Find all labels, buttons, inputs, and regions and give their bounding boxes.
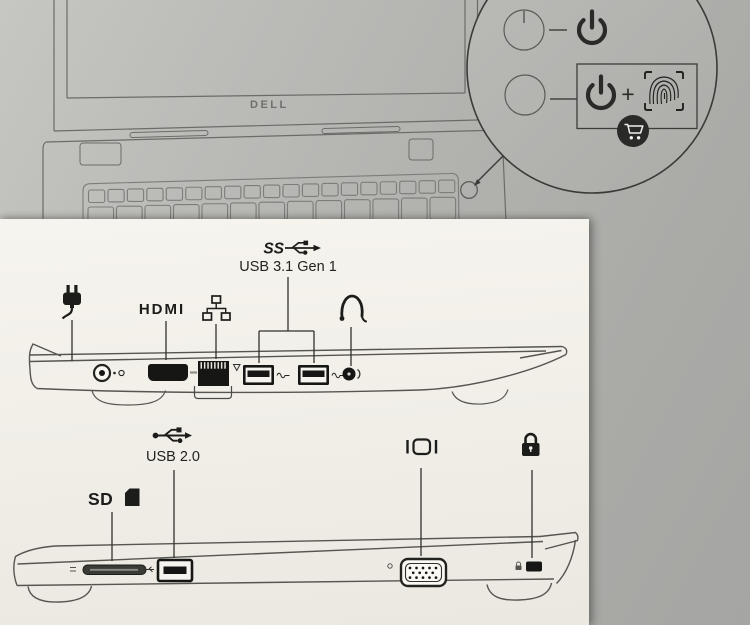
- hdmi-port: [148, 364, 197, 381]
- power-icon: [576, 9, 608, 46]
- plus-sign: +: [621, 81, 634, 107]
- right-side-body: [13, 531, 579, 603]
- sd-card-slot: [70, 564, 147, 575]
- sd-label: SD: [88, 489, 113, 509]
- display: [53, 0, 479, 132]
- usb-a-port-2: [298, 365, 345, 385]
- sd-mark: [70, 567, 76, 572]
- ethernet-icon: [202, 295, 231, 321]
- power-button-drawing: [503, 9, 545, 51]
- keyboard-row-1: [87, 179, 456, 204]
- hinge: [79, 125, 434, 166]
- usb-a-port-1: [243, 365, 290, 385]
- lock-icon: [522, 432, 540, 456]
- superspeed-mark: [331, 372, 345, 379]
- left-side-body: [28, 343, 568, 406]
- vga-icon: [406, 438, 438, 456]
- power-adapter-icon: [61, 285, 81, 320]
- usb-mark: [145, 566, 154, 573]
- callout-pointer-line: [476, 155, 504, 183]
- superspeed-usb-icon: SS: [263, 241, 321, 258]
- dell-logo: DELL: [250, 99, 289, 111]
- right-side-view: SD USB 2.0: [13, 427, 579, 603]
- left-side-view: HDMI SS: [28, 241, 568, 406]
- callout-lines-left-view: [71, 277, 352, 366]
- usb-icon: [152, 427, 192, 444]
- hdmi-wordmark: HDMI: [139, 301, 185, 318]
- laptop-overview-drawing: DELL: [42, 0, 718, 230]
- superspeed-mark: [276, 372, 290, 379]
- callout-pointer-arrowhead: [474, 179, 481, 186]
- power-adapter-port: [92, 363, 125, 383]
- callout-circle: [466, 0, 718, 194]
- cart-icon: [617, 115, 649, 147]
- security-lock-slot: [515, 561, 542, 572]
- laptop-base: [42, 129, 507, 223]
- callout-row-fingerprint: +: [504, 63, 698, 147]
- callout-row-power: [503, 9, 608, 51]
- inset-photo: HDMI SS: [0, 219, 589, 625]
- callout-lines-right-view: [111, 468, 533, 561]
- superspeed-ss: SS: [263, 241, 284, 258]
- sd-card-icon: SD: [88, 488, 140, 509]
- power-icon: [585, 74, 617, 111]
- usb31-label: USB 3.1 Gen 1: [239, 259, 337, 275]
- fingerprint-icon: [644, 71, 684, 111]
- vga-mark: [387, 563, 393, 569]
- usb-a-port: [145, 558, 194, 583]
- headset-jack: [342, 367, 361, 381]
- usb20-label: USB 2.0: [146, 449, 200, 465]
- vga-port: [387, 557, 448, 588]
- headset-icon: [339, 294, 367, 323]
- power-button: [460, 181, 478, 199]
- ethernet-port: [193, 361, 241, 400]
- power-button-drawing: [504, 74, 546, 116]
